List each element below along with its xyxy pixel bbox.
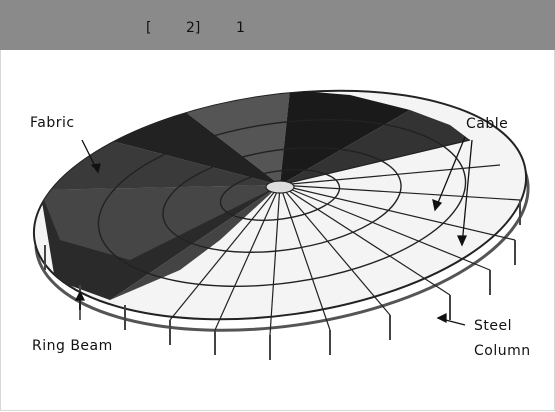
label-cable: Cable — [466, 116, 509, 132]
center-hub — [265, 180, 295, 194]
concentric-rings — [97, 118, 467, 288]
title-bracket: [ — [146, 20, 152, 36]
title-figure-number: 1 — [236, 20, 245, 36]
label-leaders — [74, 136, 473, 326]
label-steel: Steel — [474, 318, 512, 334]
title-bar: [ 2] 1 — [0, 0, 555, 50]
label-ring-beam: Ring Beam — [32, 338, 113, 354]
label-column: Column — [474, 343, 531, 359]
radial-cables — [169, 139, 521, 336]
label-fabric: Fabric — [30, 115, 75, 131]
title-reference-number: 2] — [186, 20, 201, 36]
